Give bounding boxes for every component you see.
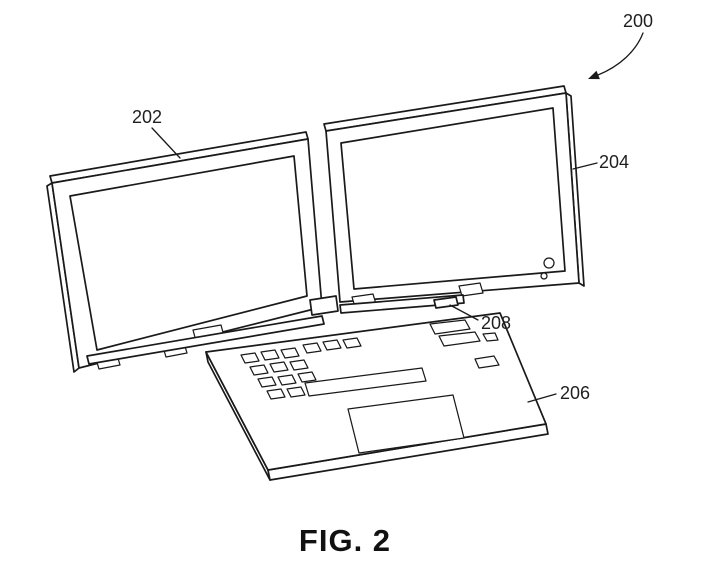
right-display-screen — [340, 107, 566, 290]
key — [240, 352, 260, 364]
key — [260, 349, 280, 361]
ref-label-204: 204 — [599, 152, 629, 172]
vent — [438, 331, 481, 347]
left-display — [46, 131, 323, 373]
arrowhead-200 — [588, 70, 600, 80]
key — [286, 386, 306, 398]
leader-208 — [449, 304, 479, 321]
function-strip — [304, 367, 427, 397]
hinge-rail-right — [339, 294, 465, 314]
leader-206 — [527, 393, 557, 403]
key — [277, 374, 297, 386]
ref-label-200: 200 — [623, 11, 653, 31]
key — [302, 342, 322, 354]
ref-label-206: 206 — [560, 383, 590, 403]
left-display-screen — [69, 155, 308, 351]
figure-caption: FIG. 2 — [299, 523, 391, 558]
key — [289, 359, 309, 371]
key — [249, 364, 269, 376]
hinge-rail — [86, 294, 465, 365]
key — [257, 376, 277, 388]
key — [322, 339, 342, 351]
reference-leaders — [151, 32, 644, 403]
right-display-button — [540, 272, 548, 280]
touchpad — [347, 394, 465, 454]
key — [482, 332, 499, 342]
right-display-details — [351, 257, 555, 308]
hinge-bracket — [433, 296, 459, 309]
key — [342, 337, 362, 349]
leader-202 — [151, 127, 181, 159]
arrow-200 — [597, 32, 644, 76]
right-display-foot — [458, 282, 484, 297]
right-display — [323, 85, 585, 303]
keyboard-keys — [240, 319, 500, 454]
ref-label-202: 202 — [132, 107, 162, 127]
hinge-rail-left — [86, 315, 325, 365]
vent — [429, 319, 471, 335]
reference-labels: 200 202 204 208 206 — [132, 11, 653, 403]
key — [297, 371, 317, 383]
key — [474, 355, 500, 369]
key — [269, 361, 289, 373]
ref-label-208: 208 — [481, 313, 511, 333]
right-display-button — [543, 257, 555, 269]
key — [266, 388, 286, 400]
leader-204 — [572, 162, 598, 170]
key — [280, 347, 300, 359]
hinge-center-post — [309, 295, 339, 316]
